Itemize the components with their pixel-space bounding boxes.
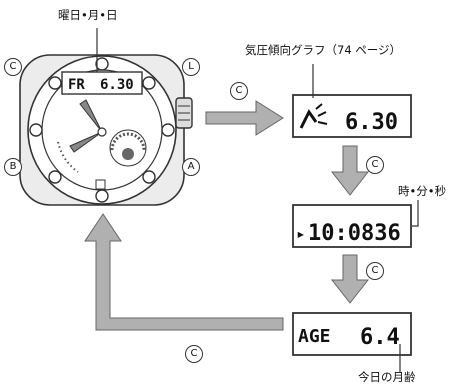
display-moon: AGE 6.4 <box>292 312 412 356</box>
arrow-down-1 <box>330 145 370 196</box>
pressure-graph-icon <box>299 109 318 129</box>
watch: FR 6.30 <box>19 54 193 206</box>
label-pressure-graph: 気圧傾向グラフ（74 ページ） <box>245 43 402 57</box>
label-time: 時•分•秒 <box>398 184 447 198</box>
display-time: ▸ 10:0836 <box>292 204 412 248</box>
display-2-value: 10:0836 <box>308 221 401 246</box>
bezel-markers <box>29 57 175 203</box>
step-c-icon-4: C <box>185 345 203 363</box>
callout-time <box>412 200 419 227</box>
label-moon-age: 今日の月齢 <box>358 370 416 384</box>
step-c-icon-3: C <box>366 262 384 280</box>
step-c-icon-2: C <box>366 156 384 174</box>
arrow-right <box>205 100 284 136</box>
hour-hand <box>79 99 103 133</box>
button-l-icon: L <box>182 58 200 76</box>
display-1-value: 6.30 <box>345 110 398 135</box>
label-day-month-date: 曜日•月•日 <box>58 8 118 22</box>
display-3-value: 6.4 <box>360 325 400 350</box>
display-2-indicator: ▸ <box>296 224 306 243</box>
display-graph: 6.30 <box>292 94 412 138</box>
button-a-icon: A <box>182 158 200 176</box>
display-3-label: AGE <box>298 326 331 347</box>
arrow-down-2 <box>330 254 370 304</box>
arrow-return <box>84 213 284 331</box>
watch-date: 6.30 <box>100 77 134 93</box>
minute-hand <box>69 131 103 153</box>
watch-day: FR <box>68 77 85 93</box>
step-c-icon-1: C <box>230 82 248 100</box>
button-c-icon: C <box>4 58 22 76</box>
watch-lcd <box>61 71 143 95</box>
date-window <box>95 179 106 190</box>
button-b-icon: B <box>4 158 22 176</box>
